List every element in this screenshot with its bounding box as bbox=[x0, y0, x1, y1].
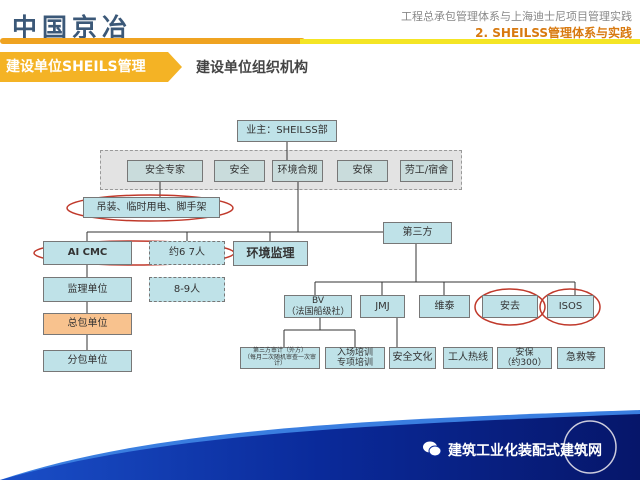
brand-logo: 中国京冶 bbox=[12, 13, 133, 42]
bv-box: BV （法国船级社） bbox=[284, 295, 352, 318]
header-divider-yellow bbox=[300, 39, 640, 44]
dept-security: 安保 bbox=[337, 160, 388, 182]
third-party-box: 第三方 bbox=[383, 222, 452, 244]
presentation-title: 工程总承包管理体系与上海迪士尼项目管理实践 bbox=[401, 10, 632, 23]
wechat-icon bbox=[423, 441, 441, 457]
service-first-aid: 急救等 bbox=[557, 347, 605, 369]
dept-safety-expert: 安全专家 bbox=[127, 160, 203, 182]
general-contractor-box: 总包单位 bbox=[43, 313, 132, 335]
jmj-box: JMJ bbox=[360, 295, 405, 318]
supervisor-staff-box: 8-9人 bbox=[149, 277, 225, 302]
service-training: 入场培训 专项培训 bbox=[325, 347, 385, 369]
slide-subtitle: 建设单位组织机构 bbox=[196, 60, 308, 76]
header-divider-orange bbox=[0, 38, 305, 44]
chapter-title: 2. SHEILSS管理体系与实践 bbox=[475, 26, 632, 40]
footer-watermark: 建筑工业化装配式建筑网 bbox=[448, 443, 602, 459]
service-security: 安保 （约300） bbox=[497, 347, 552, 369]
globe-logo-icon bbox=[563, 420, 617, 474]
aicmc-box: AI CMC bbox=[43, 241, 132, 265]
isos-box: ISOS bbox=[547, 295, 594, 318]
owner-box: 业主：SHEILSS部 bbox=[237, 120, 337, 142]
service-audit: 第三方审计（外方） （每月二次随机审查一次审计） bbox=[240, 347, 320, 369]
dept-env-compliance: 环境合规 bbox=[272, 160, 323, 182]
subcontractor-box: 分包单位 bbox=[43, 350, 132, 372]
dept-labor: 劳工/宿舍 bbox=[400, 160, 453, 182]
section-tag: 建设单位SHEILS管理 bbox=[0, 52, 182, 82]
dept-safety: 安全 bbox=[214, 160, 265, 182]
service-safety-culture: 安全文化 bbox=[389, 347, 436, 369]
aicmc-staff-box: 约6 7人 bbox=[149, 241, 225, 265]
anqu-box: 安去 bbox=[482, 295, 538, 318]
specialty-box: 吊装、临时用电、脚手架 bbox=[83, 197, 220, 218]
env-supervision-box: 环境监理 bbox=[233, 241, 308, 266]
weitai-box: 维泰 bbox=[419, 295, 470, 318]
supervisor-box: 监理单位 bbox=[43, 277, 132, 302]
service-hotline: 工人热线 bbox=[443, 347, 493, 369]
